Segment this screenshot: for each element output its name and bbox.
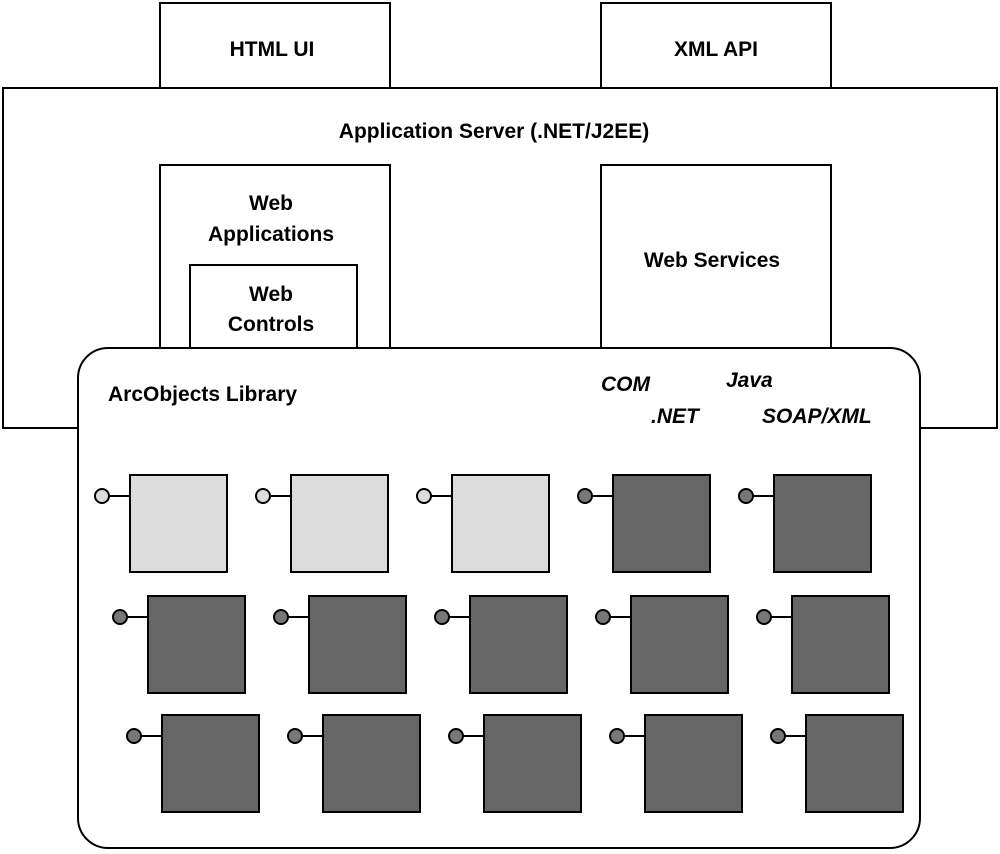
tech-label-java: Java (726, 369, 773, 392)
interface-lollipop-icon (94, 488, 110, 504)
web-controls-label-line1: Web (249, 283, 293, 306)
web-applications-label-line1: Web (249, 192, 293, 215)
interface-lollipop-icon (126, 728, 142, 744)
component-box-dark (161, 714, 260, 813)
component-box-dark (791, 595, 890, 694)
web-applications-label-line2: Applications (208, 223, 334, 246)
tech-label-soap-xml: SOAP/XML (762, 405, 872, 428)
component-box-dark (644, 714, 743, 813)
xml-api-label: XML API (674, 38, 758, 61)
component-box-dark (147, 595, 246, 694)
component-box-dark (773, 474, 872, 573)
component-box-dark (308, 595, 407, 694)
arcobjects-library-label: ArcObjects Library (108, 383, 297, 406)
tech-label-com: COM (601, 373, 651, 396)
web-controls-label-line2: Controls (228, 313, 314, 336)
interface-lollipop-icon (416, 488, 432, 504)
interface-lollipop-icon (595, 609, 611, 625)
interface-lollipop-icon (448, 728, 464, 744)
html-ui-label: HTML UI (230, 38, 315, 61)
component-box-dark (469, 595, 568, 694)
component-box-dark (630, 595, 729, 694)
component-box-dark (483, 714, 582, 813)
interface-lollipop-icon (273, 609, 289, 625)
component-box-light (451, 474, 550, 573)
component-box-dark (322, 714, 421, 813)
interface-lollipop-icon (609, 728, 625, 744)
tech-label-dotnet: .NET (651, 405, 701, 428)
xml-api-box (600, 2, 832, 89)
interface-lollipop-icon (255, 488, 271, 504)
application-server-label: Application Server (.NET/J2EE) (339, 120, 649, 143)
component-box-light (290, 474, 389, 573)
interface-lollipop-icon (577, 488, 593, 504)
html-ui-box (159, 2, 391, 89)
component-box-light (129, 474, 228, 573)
web-services-box (600, 164, 832, 371)
web-services-label: Web Services (644, 249, 780, 272)
interface-lollipop-icon (112, 609, 128, 625)
interface-lollipop-icon (756, 609, 772, 625)
interface-lollipop-icon (738, 488, 754, 504)
interface-lollipop-icon (770, 728, 786, 744)
interface-lollipop-icon (287, 728, 303, 744)
component-box-dark (612, 474, 711, 573)
component-box-dark (805, 714, 904, 813)
interface-lollipop-icon (434, 609, 450, 625)
component-grid (94, 474, 904, 813)
